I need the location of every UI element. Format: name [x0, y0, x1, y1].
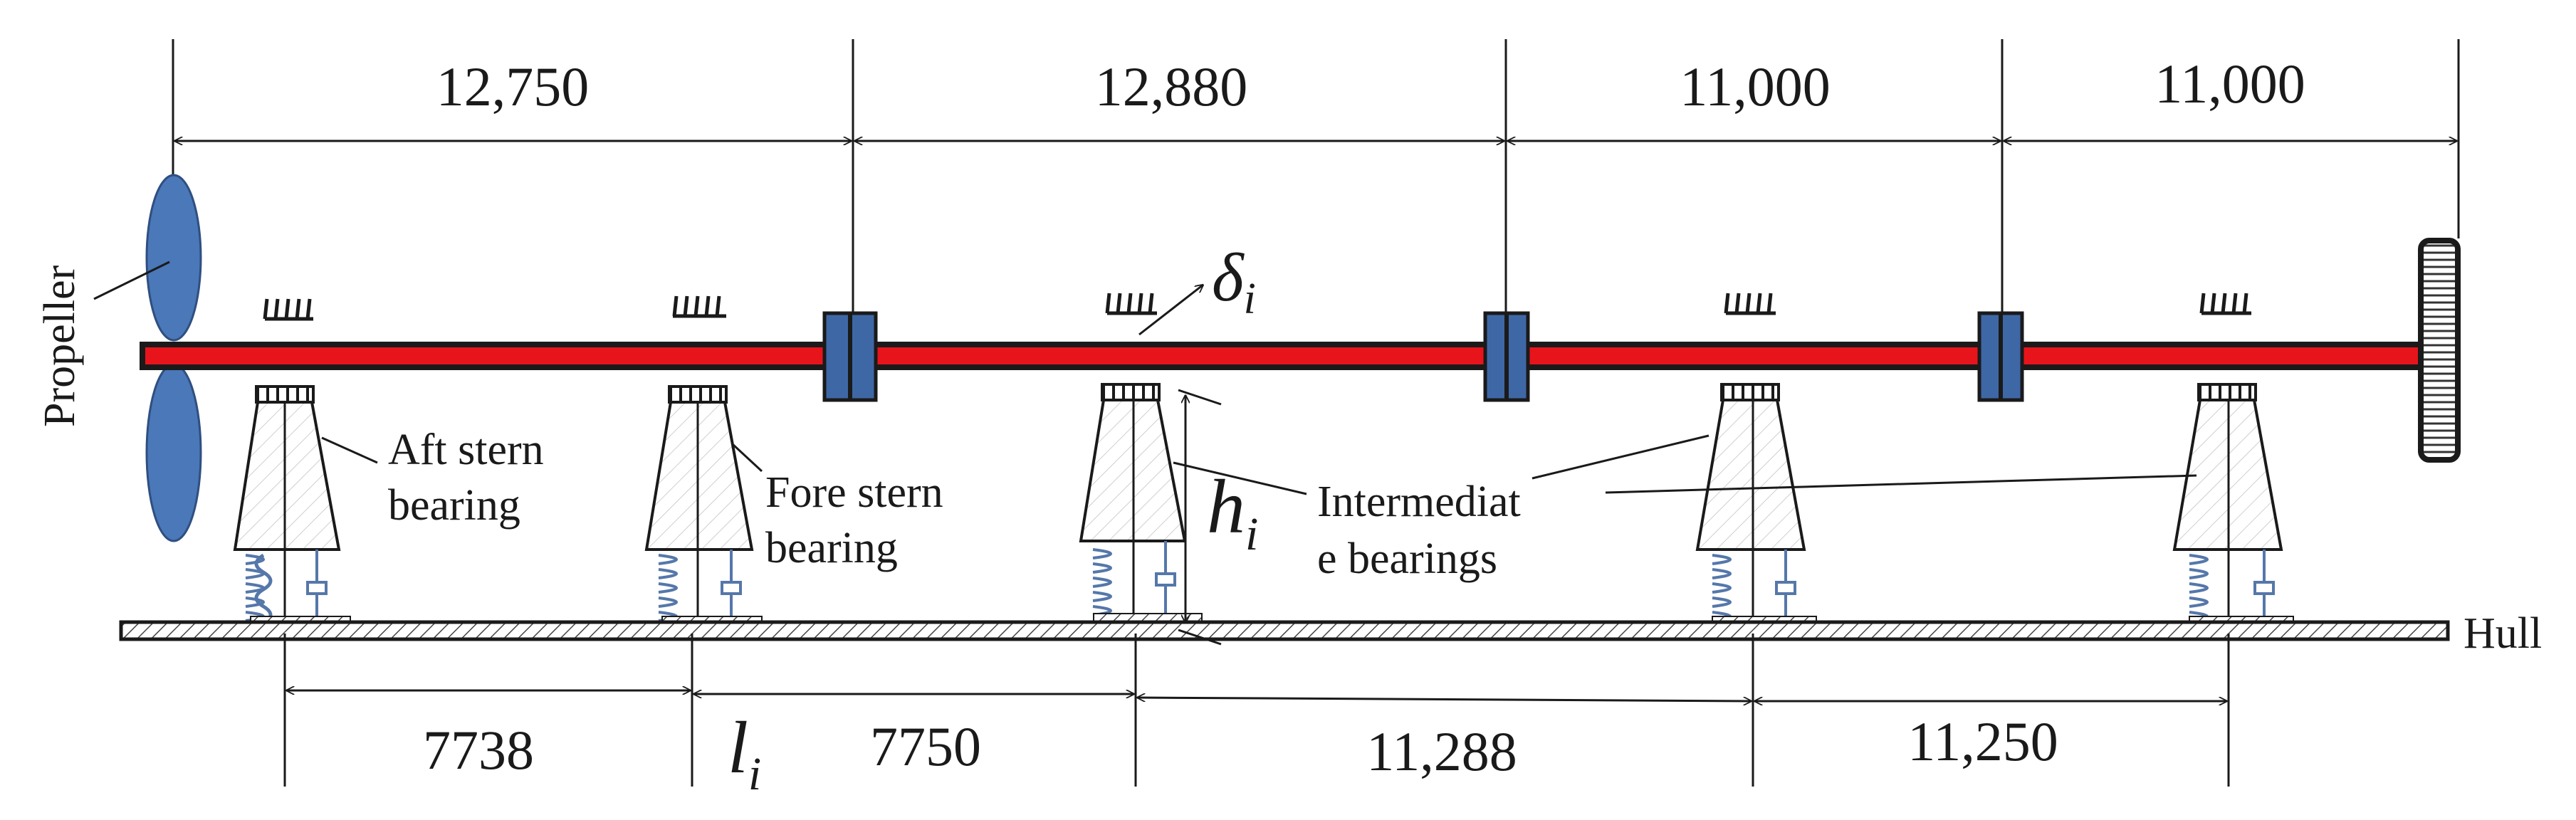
- bearing-1-aft-stern: [233, 385, 351, 626]
- intermediate-bearings-label-line1: Intermediat: [1317, 478, 1521, 526]
- upper-pad-5: [2199, 293, 2251, 315]
- aft-bearing-label-line2: bearing: [388, 481, 520, 530]
- intermediate-bearings-label-line2: e bearings: [1317, 535, 1497, 583]
- shaft: [140, 342, 2429, 370]
- hull-label: Hull: [2464, 609, 2542, 658]
- l-symbol: li: [728, 707, 761, 800]
- top-dimension-chain: 12,750 12,880 11,000 11,000: [172, 39, 2460, 335]
- symbols: δi hi li: [728, 239, 1258, 800]
- top-dimension-3: 11,000: [1680, 56, 1831, 117]
- engine-flange: [2418, 238, 2461, 463]
- bearing-supports: [233, 383, 2294, 626]
- propeller-blade-lower: [145, 363, 202, 542]
- couplings: [822, 311, 2024, 402]
- bearing-3-intermediate: [1079, 383, 1203, 623]
- hull: Hull: [119, 609, 2542, 658]
- propeller-label: Propeller: [36, 265, 84, 427]
- h-symbol: hi: [1207, 465, 1258, 560]
- annotations: Aft stern bearing Fore stern bearing Int…: [321, 426, 2197, 583]
- coupling-3: [1977, 311, 2024, 402]
- bottom-dimension-2: 7750: [870, 715, 981, 777]
- upper-pad-4: [1724, 293, 1776, 315]
- upper-pad-2: [672, 295, 726, 318]
- top-dimension-4: 11,000: [2154, 53, 2305, 115]
- bottom-dimension-3: 11,288: [1366, 720, 1517, 782]
- coupling-2: [1483, 311, 1530, 402]
- delta-symbol: δi: [1212, 239, 1256, 323]
- bottom-dimension-chain: 7738 7750 11,288 11,250: [283, 634, 2230, 787]
- bottom-dimension-1: 7738: [423, 719, 534, 781]
- fore-bearing-label-line1: Fore stern: [765, 468, 943, 517]
- top-dimension-1: 12,750: [436, 56, 590, 117]
- aft-bearing-label-line1: Aft stern: [388, 426, 544, 474]
- upper-bearing-pads: [263, 293, 2251, 321]
- bearing-2-fore-stern: [644, 385, 763, 624]
- bearing-4-intermediate: [1695, 383, 1817, 624]
- bearing-5-intermediate: [2172, 383, 2294, 624]
- upper-pad-1: [263, 298, 313, 321]
- upper-pad-3: [1105, 293, 1157, 315]
- propeller-blade-upper: [145, 174, 202, 342]
- coupling-1: [822, 311, 878, 402]
- fore-bearing-label-line2: bearing: [765, 524, 898, 572]
- propeller: Propeller: [36, 174, 202, 542]
- bottom-dimension-4: 11,250: [1907, 710, 2058, 772]
- top-dimension-2: 12,880: [1095, 56, 1248, 117]
